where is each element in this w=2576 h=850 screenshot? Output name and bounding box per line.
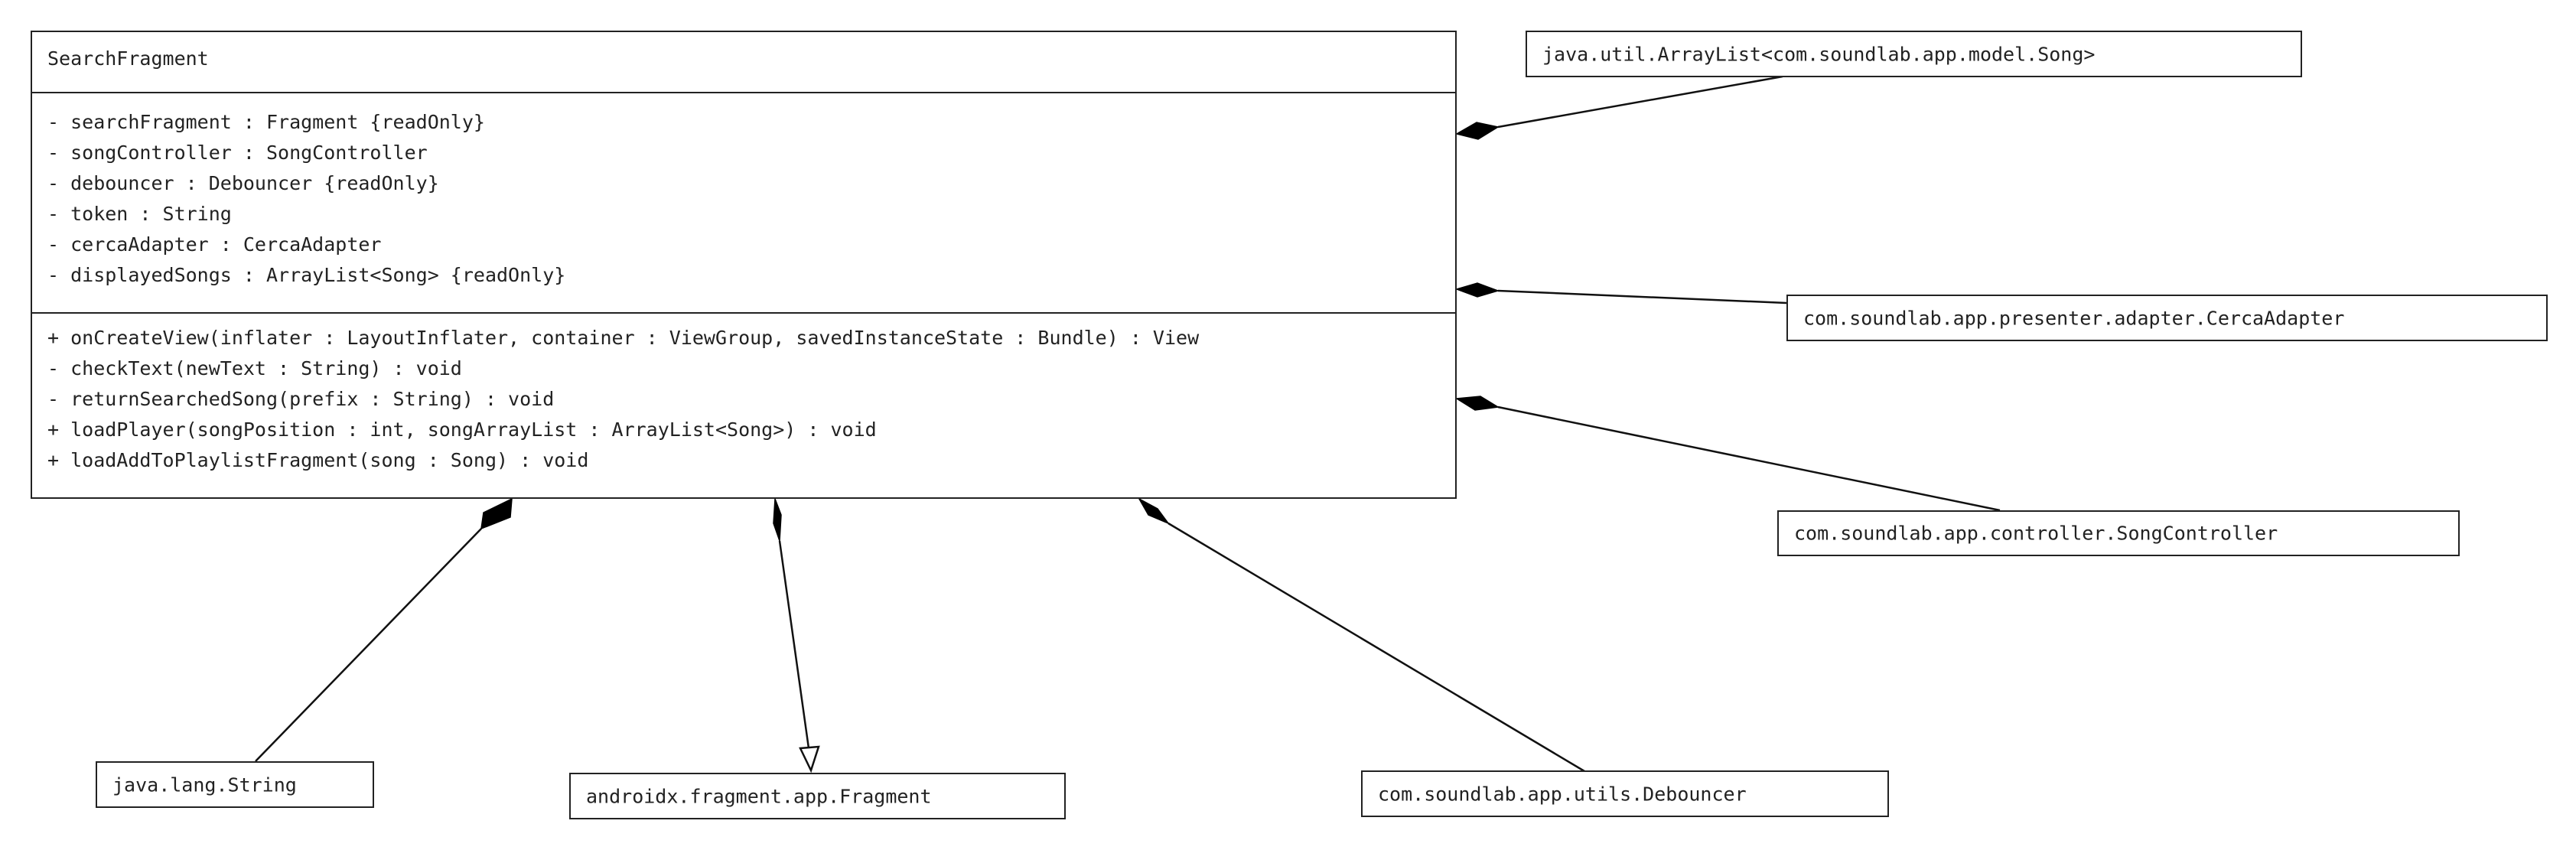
attribute-item: - cercaAdapter : CercaAdapter: [47, 233, 382, 256]
compartment-divider: [32, 92, 1455, 93]
composition-diamond-string: [480, 497, 513, 530]
attribute-list: - searchFragment : Fragment {readOnly} -…: [47, 107, 565, 291]
class-name: com.soundlab.app.presenter.adapter.Cerca…: [1803, 307, 2345, 329]
attribute-item: - displayedSongs : ArrayList<Song> {read…: [47, 264, 566, 286]
method-item: + onCreateView(inflater : LayoutInflater…: [47, 327, 1200, 349]
method-item: + loadPlayer(songPosition : int, songArr…: [47, 418, 877, 441]
method-item: - returnSearchedSong(prefix : String) : …: [47, 388, 555, 410]
inheritance-line-fragment: [778, 540, 810, 749]
method-list: + onCreateView(inflater : LayoutInflater…: [47, 323, 1199, 476]
class-name: com.soundlab.app.utils.Debouncer: [1378, 783, 1747, 805]
class-name: java.util.ArrayList<com.soundlab.app.mod…: [1542, 43, 2096, 65]
composition-diamond-song-controller: [1454, 396, 1500, 411]
string-class-box: java.lang.String: [96, 761, 374, 808]
fragment-class-box: androidx.fragment.app.Fragment: [569, 773, 1066, 819]
composition-diamond-debouncer: [1138, 497, 1171, 525]
class-name: androidx.fragment.app.Fragment: [586, 785, 932, 807]
attribute-item: - debouncer : Debouncer {readOnly}: [47, 172, 439, 194]
class-name: java.lang.String: [112, 773, 297, 796]
search-fragment-class-box: SearchFragment - searchFragment : Fragme…: [31, 31, 1457, 499]
method-item: - checkText(newText : String) : void: [47, 357, 462, 379]
cerca-adapter-class-box: com.soundlab.app.presenter.adapter.Cerca…: [1786, 295, 2548, 341]
class-name: com.soundlab.app.controller.SongControll…: [1794, 522, 2278, 545]
composition-line-debouncer: [1168, 522, 1585, 773]
arraylist-class-box: java.util.ArrayList<com.soundlab.app.mod…: [1526, 31, 2302, 77]
song-controller-class-box: com.soundlab.app.controller.SongControll…: [1777, 510, 2460, 556]
composition-line-arraylist: [1497, 75, 1783, 129]
debouncer-class-box: com.soundlab.app.utils.Debouncer: [1361, 770, 1889, 817]
composition-line-string: [255, 528, 482, 762]
composition-line-song-controller: [1497, 405, 2001, 512]
inheritance-arrowhead-fragment: [799, 745, 820, 773]
composition-diamond-fragment: [773, 498, 782, 542]
composition-diamond-arraylist: [1455, 122, 1500, 140]
method-item: + loadAddToPlaylistFragment(song : Song)…: [47, 449, 589, 471]
attribute-item: - searchFragment : Fragment {readOnly}: [47, 111, 485, 133]
attribute-item: - token : String: [47, 203, 232, 225]
composition-line-cerca-adapter: [1497, 289, 1787, 305]
compartment-divider: [32, 312, 1455, 314]
attribute-item: - songController : SongController: [47, 142, 428, 164]
composition-diamond-cerca-adapter: [1454, 282, 1500, 298]
class-name: SearchFragment: [47, 47, 209, 70]
